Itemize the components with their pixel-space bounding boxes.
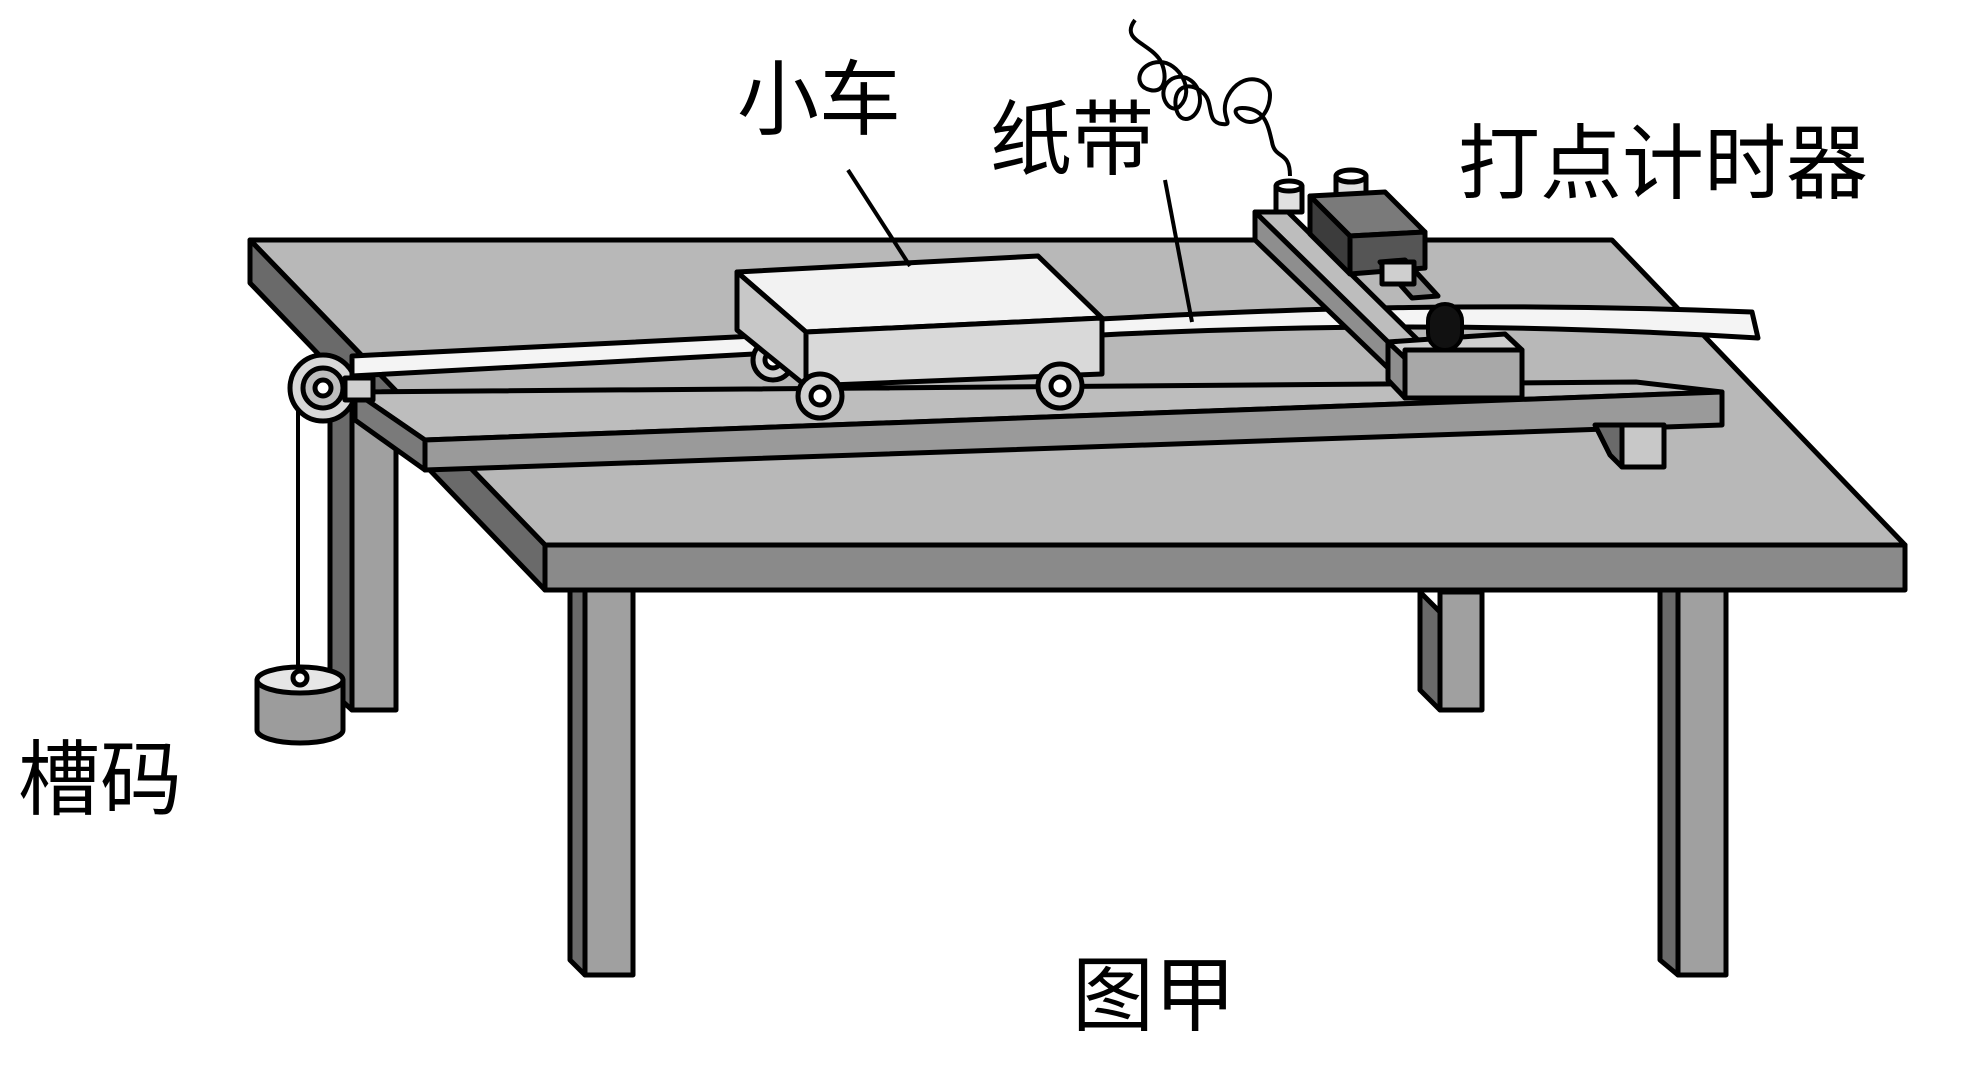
timer-ink-disc (1426, 302, 1464, 352)
timer-terminal-right-cap (1333, 167, 1369, 185)
table-leg-back-left (327, 387, 355, 713)
hook-weight-hook (290, 668, 310, 688)
table-leg-front-right (1675, 587, 1729, 978)
paper-tape-leader-line (1163, 179, 1194, 323)
cart-leader-line (846, 168, 912, 268)
table-leg-back-right-side (1417, 589, 1443, 713)
cart-label: 小车 (737, 53, 901, 148)
table-leg-back-right (1437, 589, 1485, 713)
timer-terminal-left-cap (1273, 178, 1305, 194)
cart (734, 253, 1105, 421)
pulley-axle (312, 377, 334, 399)
timer-power-cord (1128, 18, 1292, 177)
figure-caption: 图甲 (1072, 949, 1236, 1044)
pulley-bracket (342, 375, 376, 403)
table-leg-front-left (582, 587, 636, 978)
track-support (1619, 422, 1667, 470)
paper-tape-label: 纸带 (990, 93, 1154, 188)
timer-block-front (1402, 347, 1525, 401)
hook-weight-body (254, 677, 346, 746)
table-front (542, 542, 1908, 593)
hook-weight-label: 槽码 (18, 733, 182, 828)
cart-front (803, 315, 1105, 389)
track-board-front (422, 389, 1725, 473)
timer (1128, 18, 1525, 401)
hook-weight (254, 664, 346, 746)
pulley-assembly (287, 352, 376, 680)
timer-label: 打点计时器 (1458, 117, 1868, 212)
cart-wheel-front-right-hub (1048, 374, 1072, 398)
cart-wheel-front-left-hub (808, 384, 832, 408)
table-leg-front-right-side (1657, 587, 1681, 978)
timer-arm-tip (1379, 259, 1417, 287)
paper-tape (349, 304, 1761, 379)
table-leg-back-left-front (349, 407, 399, 713)
track-board (352, 379, 1725, 473)
